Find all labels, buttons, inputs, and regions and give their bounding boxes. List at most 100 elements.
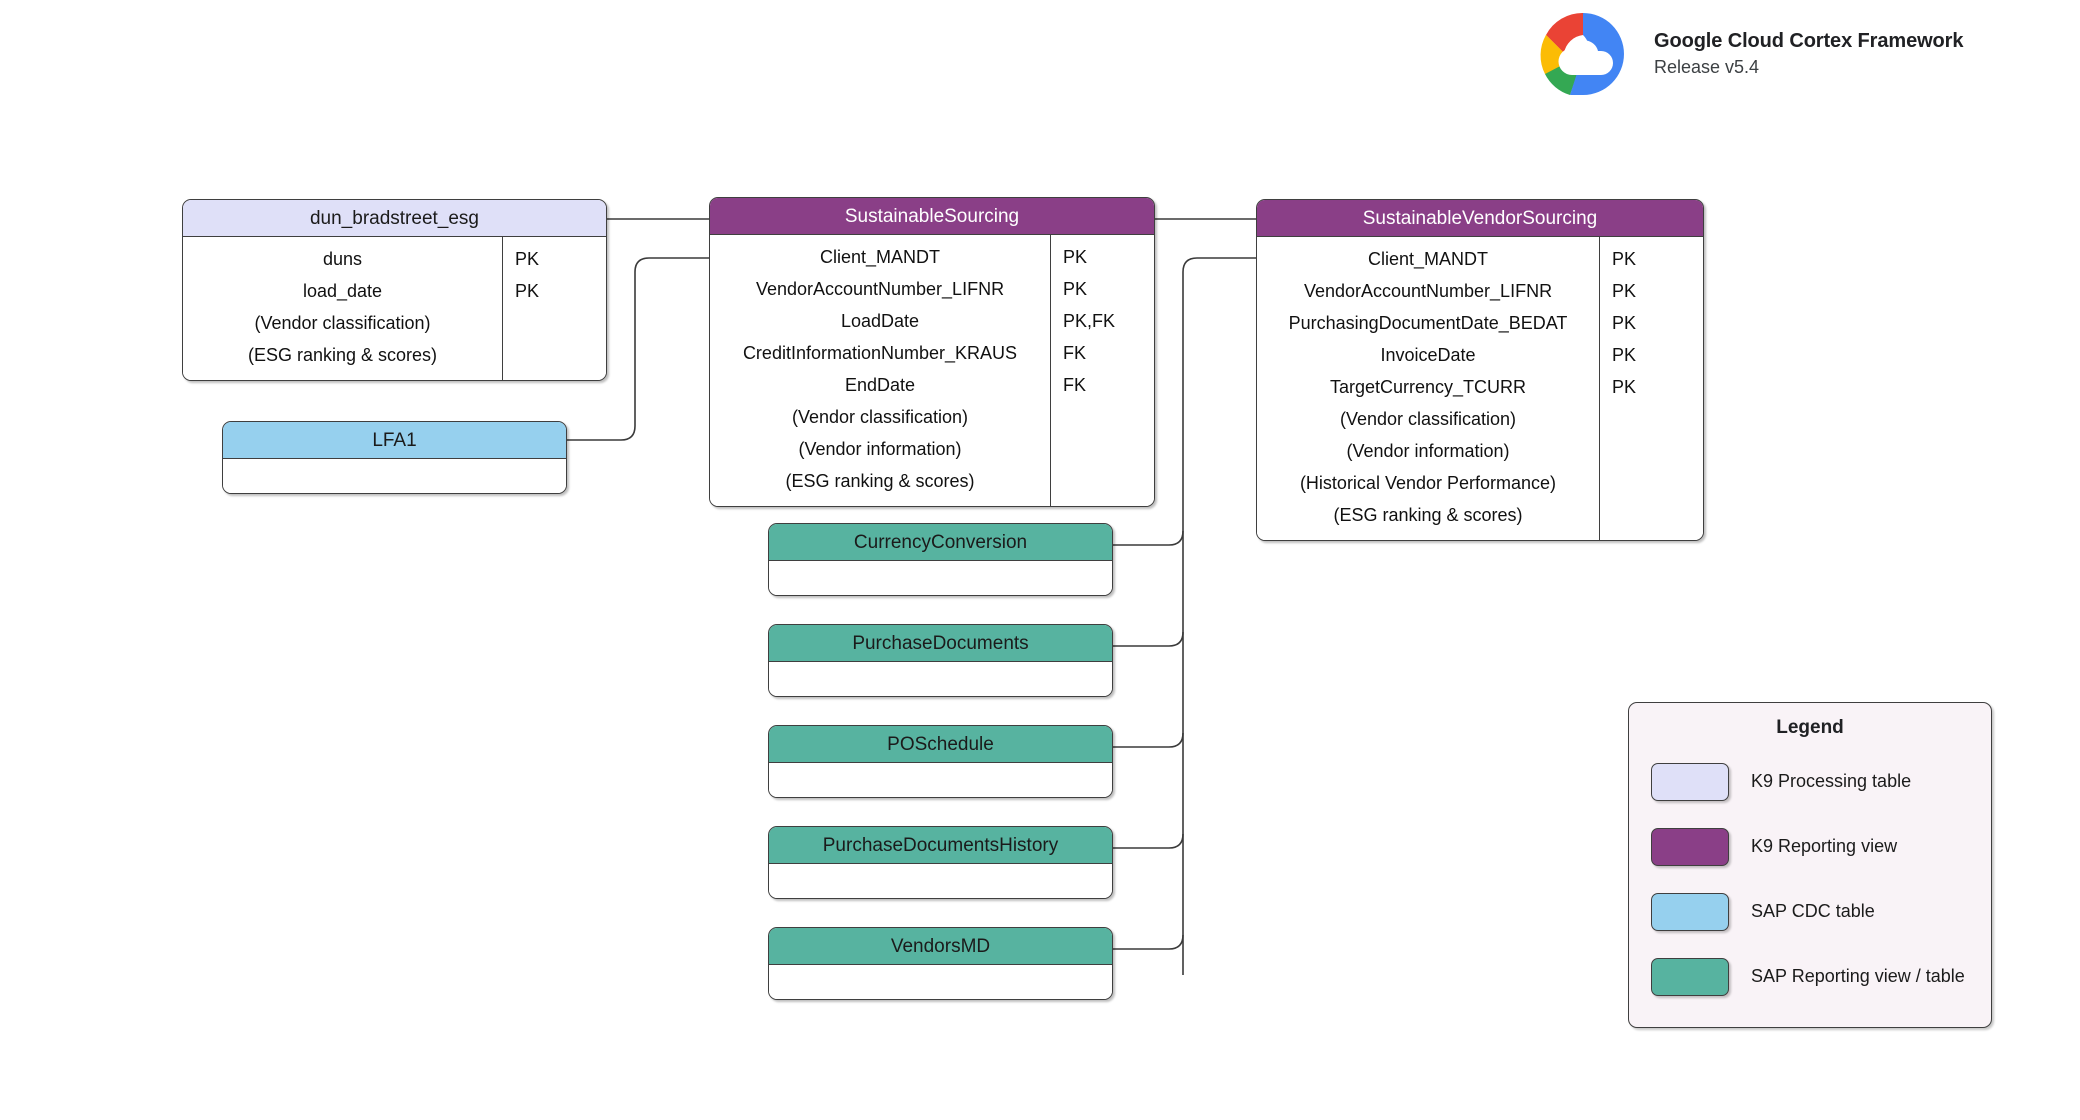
entity-body-purchasedocumentshistory xyxy=(769,864,1112,898)
entity-header-purchasedocuments: PurchaseDocuments xyxy=(769,625,1112,662)
entity-body-currencyconversion xyxy=(769,561,1112,595)
brand-text-block: Google Cloud Cortex Framework Release v5… xyxy=(1654,29,1963,79)
entity-body-poschedule xyxy=(769,763,1112,797)
entity-header-poschedule: POSchedule xyxy=(769,726,1112,763)
key-badge xyxy=(1600,499,1703,531)
entity-body-sustainablesourcing: Client_MANDT VendorAccountNumber_LIFNR Loa… xyxy=(710,235,1154,506)
field-row: CreditInformationNumber_KRAUS xyxy=(742,343,1018,363)
field-row: LoadDate xyxy=(840,311,920,331)
field-row: (Vendor classification) xyxy=(791,407,969,427)
key-badge: PK xyxy=(1612,345,1637,365)
connector-poschedule-to-trunk xyxy=(1113,732,1184,748)
field-row: (Vendor classification) xyxy=(1339,409,1517,429)
key-badge xyxy=(1051,433,1154,465)
key-badge: PK xyxy=(1612,281,1637,301)
field-row: (ESG ranking & scores) xyxy=(785,471,975,491)
field-row: TargetCurrency_TCURR xyxy=(1329,377,1527,397)
key-badge: PK xyxy=(1612,249,1637,269)
legend-item-label: K9 Reporting view xyxy=(1751,836,1898,856)
field-name-column: duns load_date (Vendor classification) (ESG… xyxy=(183,237,502,380)
key-badge: PK xyxy=(1063,247,1088,267)
key-badge xyxy=(1600,467,1703,499)
field-row: duns xyxy=(322,249,363,269)
field-row: (ESG ranking & scores) xyxy=(247,345,438,365)
entity-header-purchasedocumentshistory: PurchaseDocumentsHistory xyxy=(769,827,1112,864)
field-row: VendorAccountNumber_LIFNR xyxy=(755,279,1005,299)
connector-purchasedocumentshistory-to-trunk xyxy=(1113,833,1184,849)
legend-item: SAP CDC table xyxy=(1629,879,1991,944)
field-row: PurchasingDocumentDate_BEDAT xyxy=(1288,313,1568,333)
legend-item: K9 Reporting view xyxy=(1629,814,1991,879)
key-badge: PK xyxy=(1612,377,1637,397)
entity-header-sustainablevendorsourcing: SustainableVendorSourcing xyxy=(1257,200,1703,237)
key-badge xyxy=(1051,465,1154,497)
entity-header-vendorsmd: VendorsMD xyxy=(769,928,1112,965)
legend-item: K9 Processing table xyxy=(1629,749,1991,814)
entity-body-vendorsmd xyxy=(769,965,1112,999)
connector-trunk-to-vendorsourcing xyxy=(1182,257,1256,975)
legend-title: Legend xyxy=(1776,717,1844,738)
key-column: PK PK PK PK PK xyxy=(1599,237,1703,540)
key-badge: FK xyxy=(1063,375,1087,395)
field-row: (Vendor information) xyxy=(798,439,962,459)
entity-purchasedocuments[interactable]: PurchaseDocuments xyxy=(768,624,1113,697)
entity-body-dun_bradstreet_esg: duns load_date (Vendor classification) (ESG… xyxy=(183,237,606,380)
field-row: (Vendor information) xyxy=(1346,441,1510,461)
legend-item-label: SAP Reporting view / table xyxy=(1751,966,1965,986)
field-row: InvoiceDate xyxy=(1380,345,1476,365)
entity-lfa1[interactable]: LFA1 xyxy=(222,421,567,494)
field-row: (Historical Vendor Performance) xyxy=(1299,473,1557,493)
key-badge xyxy=(1051,401,1154,433)
entity-header-dun_bradstreet_esg: dun_bradstreet_esg xyxy=(183,200,606,237)
key-badge: PK xyxy=(515,249,540,269)
field-name-column: Client_MANDT VendorAccountNumber_LIFNR Pur… xyxy=(1257,237,1599,540)
key-badge: FK xyxy=(1063,343,1087,363)
field-row: Client_MANDT xyxy=(1367,249,1489,269)
brand-title: Google Cloud Cortex Framework xyxy=(1654,29,1964,52)
entity-header-currencyconversion: CurrencyConversion xyxy=(769,524,1112,561)
google-cloud-logo-icon xyxy=(1540,12,1624,95)
entity-body-purchasedocuments xyxy=(769,662,1112,696)
field-row: (ESG ranking & scores) xyxy=(1333,505,1523,525)
entity-header-sustainablesourcing: SustainableSourcing xyxy=(710,198,1154,235)
legend-color-swatch xyxy=(1651,892,1729,931)
key-badge: PK,FK xyxy=(1063,311,1116,331)
entity-purchasedocumentshistory[interactable]: PurchaseDocumentsHistory xyxy=(768,826,1113,899)
brand-release-label: Release v5.4 xyxy=(1654,56,1760,77)
entity-body-lfa1 xyxy=(223,459,566,493)
key-badge xyxy=(503,339,606,371)
key-badge: PK xyxy=(1063,279,1088,299)
field-row: (Vendor classification) xyxy=(254,313,431,333)
legend-panel: Legend K9 Processing table K9 Reporting v… xyxy=(1628,702,1992,1028)
field-row: VendorAccountNumber_LIFNR xyxy=(1303,281,1553,301)
entity-body-sustainablevendorsourcing: Client_MANDT VendorAccountNumber_LIFNR Pur… xyxy=(1257,237,1703,540)
entity-currencyconversion[interactable]: CurrencyConversion xyxy=(768,523,1113,596)
legend-color-swatch xyxy=(1651,762,1729,801)
field-row: load_date xyxy=(302,281,383,301)
field-name-column: Client_MANDT VendorAccountNumber_LIFNR Loa… xyxy=(710,235,1050,506)
legend-item-label: SAP CDC table xyxy=(1751,901,1875,921)
connector-currencyconversion-to-trunk xyxy=(1113,530,1184,546)
entity-poschedule[interactable]: POSchedule xyxy=(768,725,1113,798)
key-badge xyxy=(1600,403,1703,435)
key-column: PK PK PK,FK FK FK xyxy=(1050,235,1154,506)
connector-purchasedocuments-to-trunk xyxy=(1113,631,1184,647)
brand-header: Google Cloud Cortex Framework Release v5… xyxy=(1528,8,1963,100)
legend-item: SAP Reporting view / table xyxy=(1629,944,1991,1009)
entity-header-lfa1: LFA1 xyxy=(223,422,566,459)
entity-vendorsmd[interactable]: VendorsMD xyxy=(768,927,1113,1000)
key-badge: PK xyxy=(1612,313,1637,333)
key-badge xyxy=(503,307,606,339)
field-row: Client_MANDT xyxy=(819,247,941,267)
legend-color-swatch xyxy=(1651,957,1729,996)
key-badge xyxy=(1600,435,1703,467)
connector-vendorsmd-to-trunk xyxy=(1113,934,1184,950)
field-row: EndDate xyxy=(844,375,916,395)
legend-item-label: K9 Processing table xyxy=(1751,771,1912,791)
